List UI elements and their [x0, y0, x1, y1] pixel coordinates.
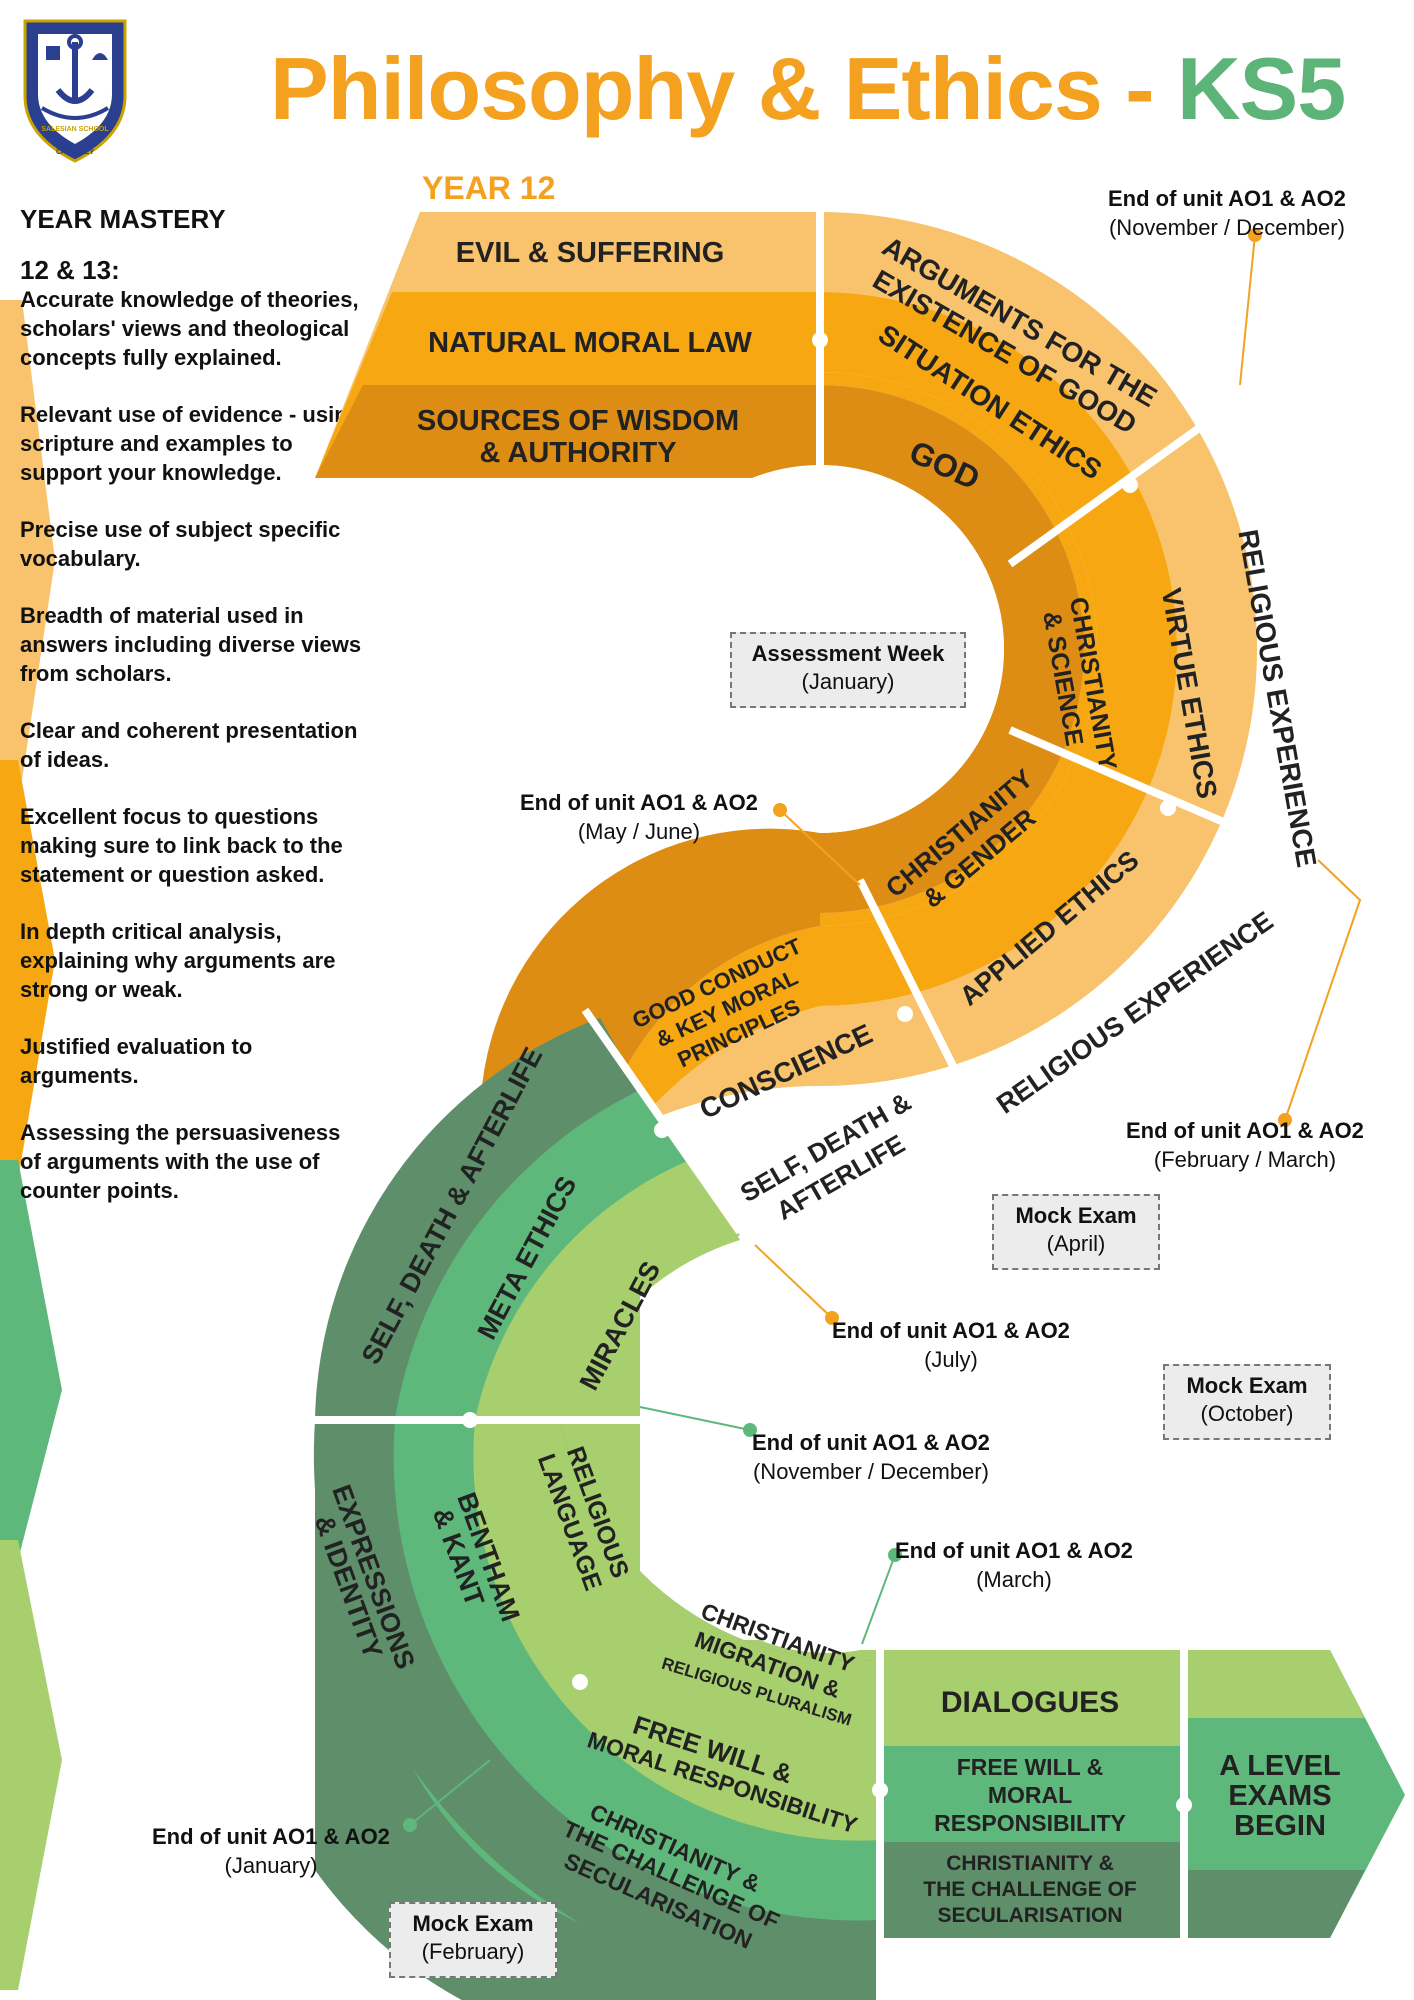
band-free-will-block: [880, 1746, 1180, 1842]
mastery-point: Clear and coherent presentation of ideas…: [20, 718, 358, 772]
assessment-week-box: Assessment Week(January): [730, 632, 966, 708]
page-title: Philosophy & Ethics - KS5: [270, 38, 1346, 140]
label-sec-block-1: CHRISTIANITY &: [946, 1852, 1114, 1875]
label-natural-moral-law: NATURAL MORAL LAW: [428, 327, 752, 359]
logo-text-bottom: CHERTSEY: [56, 149, 94, 156]
label-sources-2: & AUTHORITY: [479, 437, 676, 469]
mock-exam-october-box: Mock Exam(October): [1163, 1364, 1331, 1440]
label-exams-3: BEGIN: [1234, 1810, 1326, 1842]
mastery-point: In depth critical analysis, explaining w…: [20, 919, 336, 1002]
year-12-label: YEAR 12: [422, 170, 556, 206]
leader-n5: [639, 1406, 751, 1431]
band-dialogues: [880, 1650, 1180, 1746]
note-end-of-unit: End of unit AO1 & AO2(July): [832, 1318, 1070, 1372]
note-end-of-unit: End of unit AO1 & AO2(November / Decembe…: [752, 1430, 990, 1484]
side-chevron-light-green: [0, 1540, 62, 1990]
mastery-point: Justified evaluation to arguments.: [20, 1034, 253, 1088]
logo-text-top: SALESIAN SCHOOL: [41, 126, 109, 133]
mastery-heading: YEAR MASTERY: [20, 204, 226, 234]
mastery-years: 12 & 13:: [20, 255, 120, 285]
ring-outer-orange: [820, 212, 1257, 1086]
label-exams-1: A LEVEL: [1219, 1750, 1340, 1782]
mock-exam-february-box: Mock Exam(February): [389, 1902, 557, 1978]
mastery-point: Accurate knowledge of theories, scholars…: [20, 287, 359, 370]
title-accent: KS5: [1176, 39, 1346, 138]
mock-exam-april-box: Mock Exam(April): [992, 1194, 1160, 1270]
label-fw-block-1: FREE WILL &: [957, 1754, 1104, 1780]
label-sources-1: SOURCES OF WISDOM: [417, 405, 739, 437]
label-dialogues: DIALOGUES: [941, 1686, 1119, 1719]
leader-n4: [754, 1244, 833, 1319]
title-main: Philosophy & Ethics -: [270, 39, 1177, 138]
note-end-of-unit: End of unit AO1 & AO2(February / March): [1126, 1118, 1364, 1172]
label-fw-block-3: RESPONSIBILITY: [934, 1810, 1126, 1836]
label-exams-2: EXAMS: [1228, 1780, 1331, 1812]
note-end-of-unit: End of unit AO1 & AO2(January): [152, 1824, 390, 1878]
side-chevron-orange: [0, 760, 55, 1180]
mastery-point: Assessing the persuasiveness of argument…: [20, 1120, 341, 1203]
mastery-point: Precise use of subject specific vocabula…: [20, 517, 341, 571]
mastery-point: Breadth of material used in answers incl…: [20, 603, 362, 686]
leader-n3: [1284, 859, 1362, 1121]
note-end-of-unit: End of unit AO1 & AO2(November / Decembe…: [1108, 186, 1346, 240]
side-chevron-green: [0, 1160, 62, 1560]
band-secularisation-block: [880, 1842, 1180, 1938]
leader-n2: [779, 809, 861, 886]
label-sec-block-3: SECULARISATION: [937, 1904, 1122, 1927]
label-fw-block-2: MORAL: [988, 1782, 1072, 1808]
ring-inner-orange: [820, 385, 1084, 913]
note-end-of-unit: End of unit AO1 & AO2(March): [895, 1538, 1133, 1592]
ring-outer-green: [315, 1018, 880, 2000]
mastery-point: Relevant use of evidence - using scriptu…: [20, 402, 362, 485]
note-end-of-unit: End of unit AO1 & AO2(May / June): [520, 790, 758, 844]
exams-arrow: [1188, 1650, 1405, 1938]
band-sources-of-wisdom: [315, 385, 820, 478]
label-sec-block-2: THE CHALLENGE OF: [923, 1878, 1137, 1901]
label-evil-suffering: EVIL & SUFFERING: [456, 237, 725, 269]
school-logo: SALESIAN SCHOOL CHERTSEY: [23, 19, 127, 163]
leader-n6: [861, 1554, 896, 1645]
leader-n1: [1239, 234, 1256, 386]
leader-n7: [409, 1759, 491, 1826]
ring-mid-orange: [820, 292, 1177, 1006]
year-mastery-panel: YEAR MASTERY 12 & 13: Accurate knowledge…: [20, 205, 365, 1233]
side-decoration: [0, 300, 62, 1990]
side-chevron-light-orange: [0, 300, 55, 780]
mastery-point: Excellent focus to questions making sure…: [20, 804, 343, 887]
